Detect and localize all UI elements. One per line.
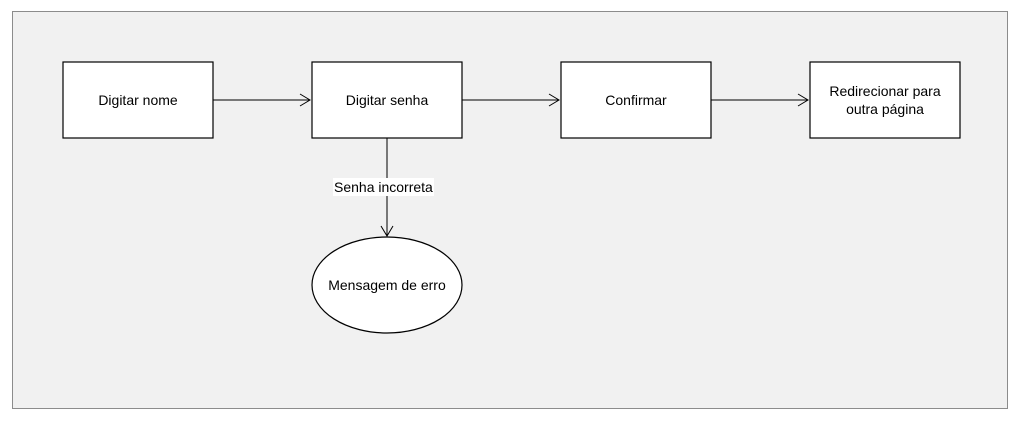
arrowhead-senha-to-confirmar <box>548 93 560 107</box>
node-digitar-senha <box>311 61 463 139</box>
arrowhead-confirmar-to-redirecionar <box>797 93 809 107</box>
node-redirecionar <box>809 61 961 139</box>
node-mensagem-erro <box>311 236 463 334</box>
node-confirmar <box>560 61 712 139</box>
node-digitar-nome <box>62 61 214 139</box>
arrowhead-nome-to-senha <box>299 93 311 107</box>
edge-label-senha-incorreta: Senha incorreta <box>333 178 434 196</box>
arrowhead-senha-to-erro <box>380 225 394 237</box>
